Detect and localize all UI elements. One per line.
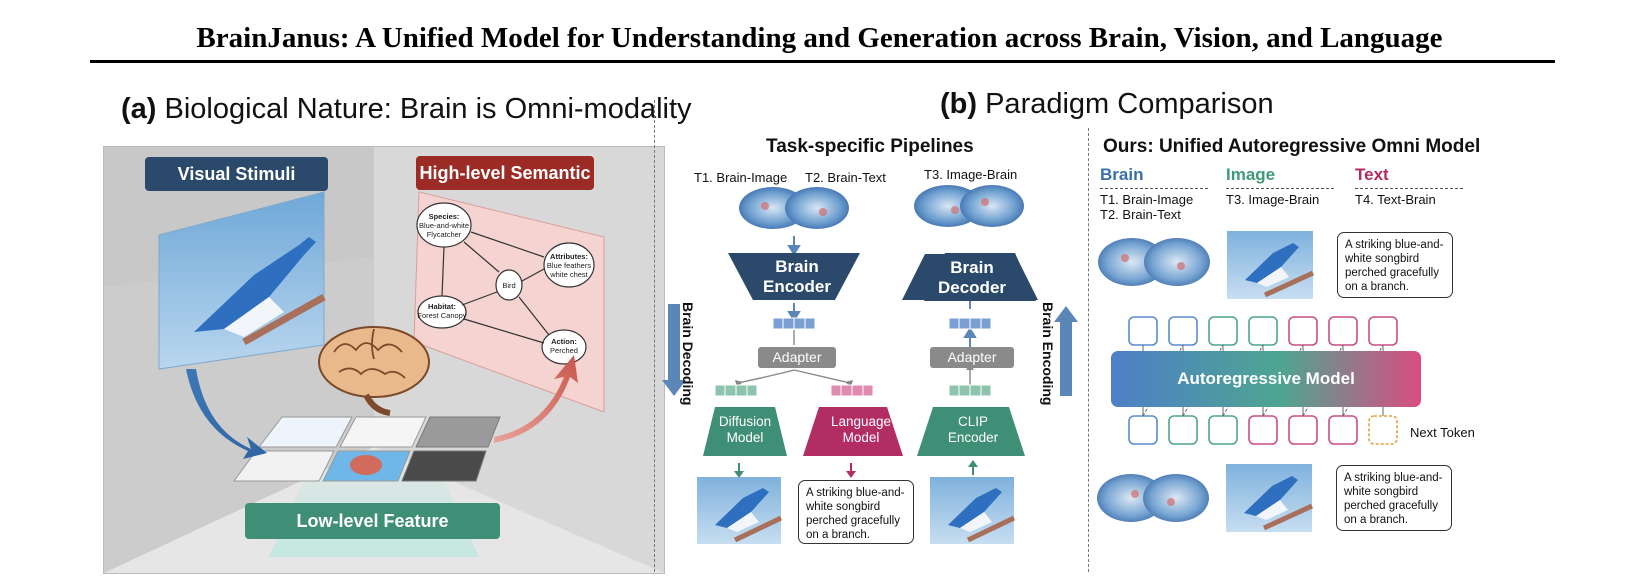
caption-output-box: A striking blue-and- white songbird perc…	[798, 480, 914, 544]
caption-line: on a branch.	[806, 529, 870, 541]
unified-heading: Ours: Unified Autoregressive Omni Model	[1103, 136, 1481, 157]
unified-bird-image-top	[1227, 231, 1315, 299]
task-t3: T3. Image-Brain	[924, 167, 1018, 182]
diffusion-model-line1: Diffusion	[718, 414, 772, 429]
modality-brain-rule	[1100, 188, 1208, 189]
brain-encoding-label: Brain Encoding	[1040, 302, 1056, 406]
graph-species-value-2: Flycatcher	[427, 230, 462, 239]
language-model-line1: Language	[830, 414, 892, 429]
panel-a-label: (a)	[121, 93, 157, 125]
panel-a-title: (a) Biological Nature: Brain is Omni-mod…	[121, 93, 692, 126]
unified-diagram	[1097, 231, 1421, 532]
caption-line: white songbird	[806, 501, 881, 513]
brain-task-t2: T2. Brain-Text	[1100, 207, 1181, 222]
brain-decoding-label: Brain Decoding	[680, 302, 696, 406]
graph-attributes-value-2: white chest	[549, 270, 588, 279]
caption-bottom-box: A striking blue-and- white songbird perc…	[1336, 465, 1452, 531]
brain-map-decoding	[739, 187, 849, 229]
brain-encoder-line1: Brain	[775, 257, 819, 276]
high-level-semantic-badge: High-level Semantic	[416, 156, 594, 190]
diffusion-model: Diffusion Model	[703, 414, 787, 446]
brain-decoder: Brain Decoder	[927, 258, 1017, 298]
paper-title: BrainJanus: A Unified Model for Understa…	[196, 22, 1443, 54]
panel-a-scene: Species: Blue-and-white Flycatcher Attri…	[103, 146, 665, 574]
brain-encoder: Brain Encoder	[753, 257, 841, 297]
panel-b-title-text: Paradigm Comparison	[985, 88, 1274, 120]
divider-pipelines-unified	[1088, 128, 1089, 572]
language-model-line2: Model	[842, 430, 880, 445]
low-level-feature-badge: Low-level Feature	[245, 503, 500, 539]
panel-a-title-text: Biological Nature: Brain is Omni-modalit…	[164, 93, 692, 125]
graph-habitat-value: Forest Canopy	[417, 311, 466, 320]
bird-image-output	[697, 477, 783, 544]
adapter-encoding: Adapter	[930, 347, 1014, 368]
caption-line: A striking blue-and-	[1344, 472, 1443, 484]
unified-brain-map-bottom	[1097, 474, 1209, 522]
text-task-t4: T4. Text-Brain	[1355, 192, 1436, 207]
caption-line: white songbird	[1344, 486, 1419, 498]
clip-encoder-line1: CLIP	[957, 414, 988, 429]
brain-task-list: T1. Brain-Image T2. Brain-Text	[1100, 192, 1193, 222]
title-rule	[90, 60, 1555, 63]
brain-map-encoding	[914, 185, 1024, 227]
clip-encoder-line2: Encoder	[947, 430, 999, 445]
graph-species-value-1: Blue-and-white	[419, 221, 469, 230]
graph-species-label: Species:	[429, 212, 460, 221]
brain-icon	[318, 326, 430, 416]
room-scene: Species: Blue-and-white Flycatcher Attri…	[104, 147, 664, 573]
task-t2: T2. Brain-Text	[805, 170, 886, 185]
task-specific-diagram	[662, 185, 1078, 544]
graph-habitat-label: Habitat:	[428, 302, 456, 311]
caption-line: perched gracefully	[1344, 500, 1438, 512]
brain-decoder-line2: Decoder	[937, 278, 1007, 297]
divider-a-b	[654, 100, 655, 572]
graph-action-value: Perched	[550, 346, 578, 355]
diffusion-model-line2: Model	[726, 430, 764, 445]
caption-line: A striking blue-and-	[1345, 239, 1444, 251]
modality-image-rule	[1226, 188, 1334, 189]
graph-bird-node: Bird	[502, 281, 515, 290]
caption-line: on a branch.	[1345, 281, 1409, 293]
modality-brain-label: Brain	[1100, 165, 1144, 184]
modality-image-label: Image	[1226, 165, 1276, 184]
task-specific-heading: Task-specific Pipelines	[766, 136, 974, 157]
graph-attributes-label: Attributes:	[550, 252, 588, 261]
unified-bird-image-bottom	[1226, 464, 1314, 532]
bird-image-input	[930, 477, 1016, 544]
graph-action-label: Action:	[551, 337, 577, 346]
adapter-decoding: Adapter	[758, 347, 836, 368]
brain-decoder-line1: Brain	[950, 258, 994, 277]
caption-line: perched gracefully	[1345, 267, 1439, 279]
modality-text-label: Text	[1355, 165, 1389, 184]
graph-attributes-value-1: Blue feathers	[547, 261, 591, 270]
task-t1: T1. Brain-Image	[694, 170, 788, 185]
visual-stimuli-badge: Visual Stimuli	[145, 157, 328, 191]
modality-text-rule	[1355, 188, 1463, 189]
caption-line: A striking blue-and-	[806, 487, 905, 499]
brain-encoder-line2: Encoder	[762, 277, 832, 296]
panel-b-title: (b) Paradigm Comparison	[940, 88, 1274, 121]
image-task-t3: T3. Image-Brain	[1226, 192, 1320, 207]
language-model: Language Model	[818, 414, 904, 446]
clip-encoder: CLIP Encoder	[932, 414, 1014, 446]
next-token-label: Next Token	[1410, 425, 1475, 440]
brain-task-t1: T1. Brain-Image	[1100, 192, 1194, 207]
caption-line: on a branch.	[1344, 514, 1408, 526]
caption-line: white songbird	[1345, 253, 1420, 265]
panel-b-label: (b)	[940, 88, 978, 120]
caption-top-box: A striking blue-and- white songbird perc…	[1337, 232, 1453, 298]
caption-line: perched gracefully	[806, 515, 900, 527]
autoregressive-model: Autoregressive Model	[1177, 369, 1355, 388]
unified-brain-map-top	[1098, 238, 1210, 286]
